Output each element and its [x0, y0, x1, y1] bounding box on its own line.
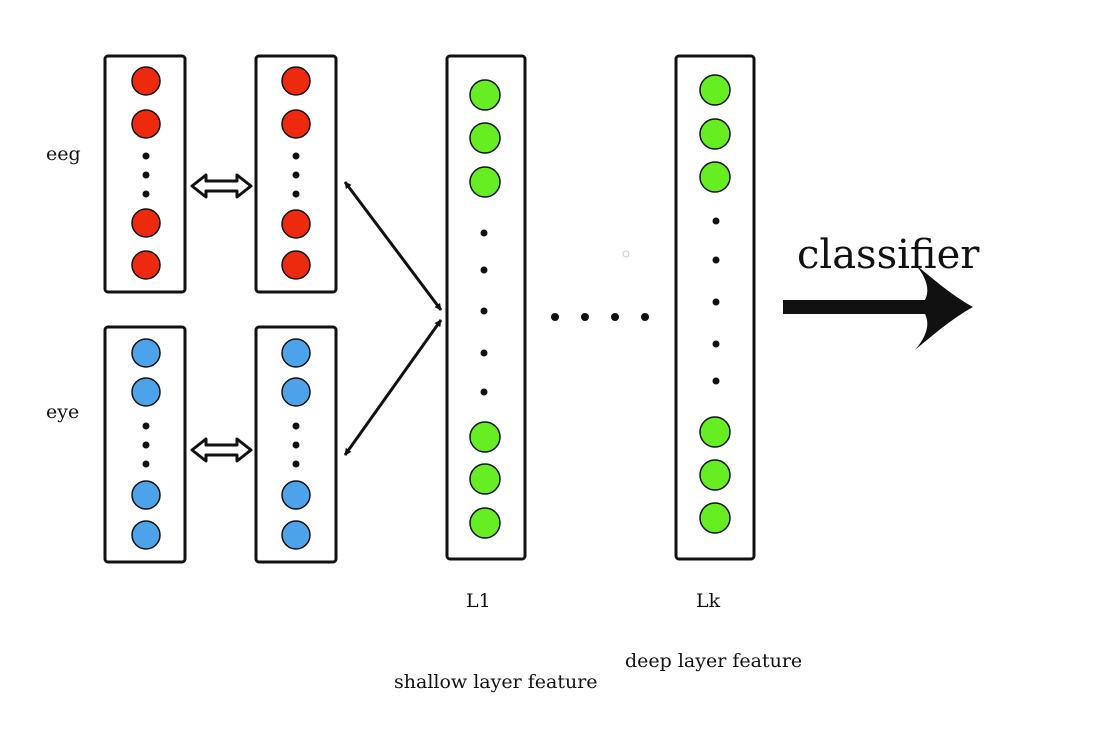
eye-bidirectional-arrow — [190, 437, 253, 463]
deep-layer-feature-label: deep layer feature — [625, 650, 802, 672]
eeg-node — [281, 250, 311, 280]
ellipsis-dot — [292, 171, 300, 179]
ellipsis-dot — [292, 460, 300, 468]
classifier-arrow — [783, 264, 973, 350]
ellipsis-dot — [142, 152, 150, 160]
eye-node — [281, 480, 311, 510]
ellipsis-dot — [581, 313, 589, 321]
ellipsis-dot — [292, 190, 300, 198]
eye-node — [131, 377, 161, 407]
ellipsis-dot — [712, 256, 720, 264]
layer-l1-label: L1 — [466, 590, 491, 612]
eye-node — [281, 338, 311, 368]
eeg-node — [131, 250, 161, 280]
shallow-layer-feature-label: shallow layer feature — [394, 671, 598, 693]
l1-node — [469, 421, 501, 453]
lk-node — [699, 459, 731, 491]
lk-node — [699, 416, 731, 448]
stray-mark — [622, 250, 630, 258]
lk-node — [699, 74, 731, 106]
ellipsis-dot — [142, 190, 150, 198]
eeg-bidirectional-arrow — [190, 173, 253, 199]
eeg-node — [131, 66, 161, 96]
ellipsis-dot — [611, 313, 619, 321]
ellipsis-dot — [480, 307, 488, 315]
lk-node — [699, 161, 731, 193]
eye-node — [281, 520, 311, 550]
eeg-label: eeg — [46, 143, 81, 165]
ellipsis-dot — [480, 388, 488, 396]
eye-node — [281, 377, 311, 407]
eye-node — [131, 480, 161, 510]
eye-node — [131, 520, 161, 550]
lk-node — [699, 118, 731, 150]
ellipsis-dot — [712, 340, 720, 348]
ellipsis-dot — [551, 313, 559, 321]
ellipsis-dot — [142, 460, 150, 468]
classifier-label: classifier — [797, 232, 980, 278]
ellipsis-dot — [142, 441, 150, 449]
lk-node — [699, 502, 731, 534]
ellipsis-dot — [292, 422, 300, 430]
l1-node — [469, 79, 501, 111]
layer-lk-label: Lk — [696, 590, 721, 612]
ellipsis-dot — [712, 377, 720, 385]
eeg-node — [281, 109, 311, 139]
eeg-node — [131, 208, 161, 238]
ellipsis-dot — [142, 422, 150, 430]
l1-node — [469, 166, 501, 198]
eye-to-l1-arrow — [343, 319, 443, 456]
eye-label: eye — [46, 401, 79, 423]
eeg-node — [131, 109, 161, 139]
layer-lk-box — [674, 54, 756, 561]
ellipsis-dot — [712, 217, 720, 225]
ellipsis-dot — [712, 298, 720, 306]
ellipsis-dot — [292, 152, 300, 160]
ellipsis-dot — [142, 171, 150, 179]
l1-node — [469, 507, 501, 539]
ellipsis-dot — [480, 266, 488, 274]
eye-node — [131, 338, 161, 368]
eeg-node — [281, 209, 311, 239]
ellipsis-dot — [480, 349, 488, 357]
layer-l1-box — [445, 54, 527, 561]
eeg-node — [281, 66, 311, 96]
eeg-to-l1-arrow — [343, 181, 443, 311]
ellipsis-dot — [641, 313, 649, 321]
ellipsis-dot — [480, 229, 488, 237]
l1-node — [469, 463, 501, 495]
ellipsis-dot — [292, 441, 300, 449]
l1-node — [469, 122, 501, 154]
